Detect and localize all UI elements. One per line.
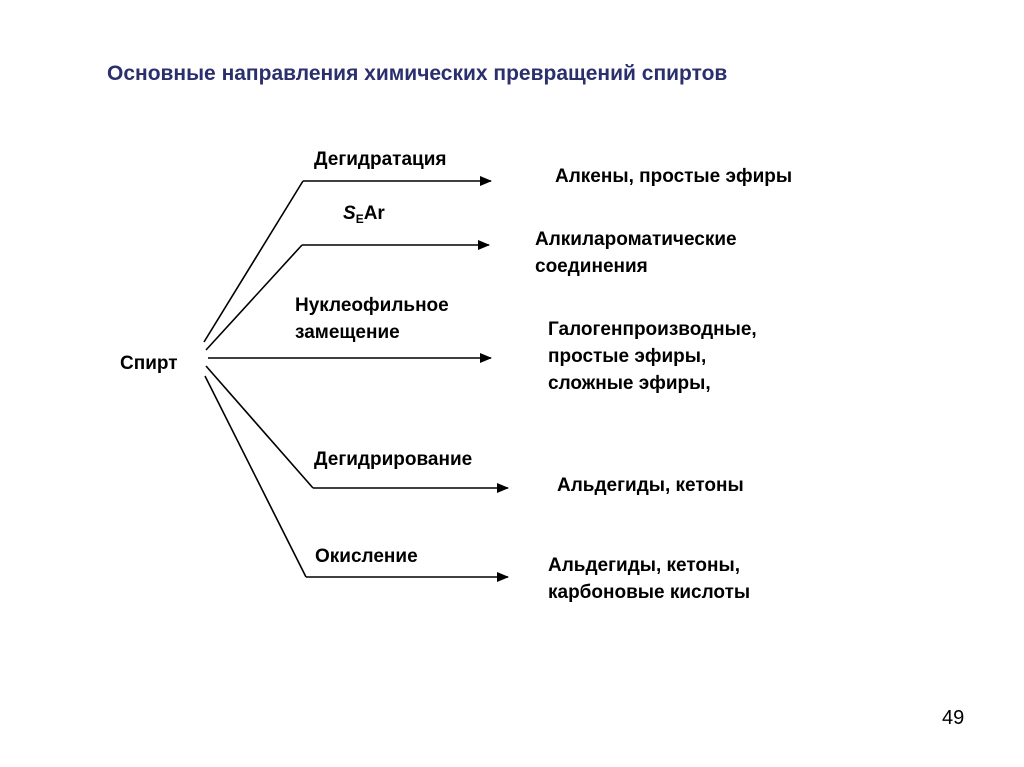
label-dehydrogenation: Дегидрирование: [314, 449, 473, 470]
label-sear-sub: E: [355, 212, 364, 226]
products-dehydrogenation: Альдегиды, кетоны: [557, 475, 744, 496]
label-substitution: Нуклеофильное замещение: [295, 295, 449, 343]
products-dehydration: Алкены, простые эфиры: [555, 166, 793, 187]
label-dehydration: Дегидратация: [314, 149, 447, 170]
branch-line-dehydrogenation: [205, 365, 314, 489]
label-sear: SEAr: [343, 203, 385, 226]
page-number: 49: [942, 707, 965, 729]
label-sear-main: S: [343, 203, 356, 224]
branch-line-oxidation: [204, 375, 307, 578]
branch-line-sear: [205, 244, 303, 351]
source-alcohol: Спирт: [120, 353, 178, 374]
slide-title: Основные направления химических превраще…: [107, 62, 728, 85]
label-sear-rest: Ar: [363, 203, 385, 224]
products-sear: Алкилароматические соединения: [535, 229, 737, 277]
products-substitution: Галогенпроизводные, простые эфиры, сложн…: [548, 319, 757, 394]
label-oxidation: Окисление: [315, 546, 418, 567]
products-oxidation: Альдегиды, кетоны, карбоновые кислоты: [548, 555, 751, 603]
branch-line-dehydration: [203, 180, 304, 343]
